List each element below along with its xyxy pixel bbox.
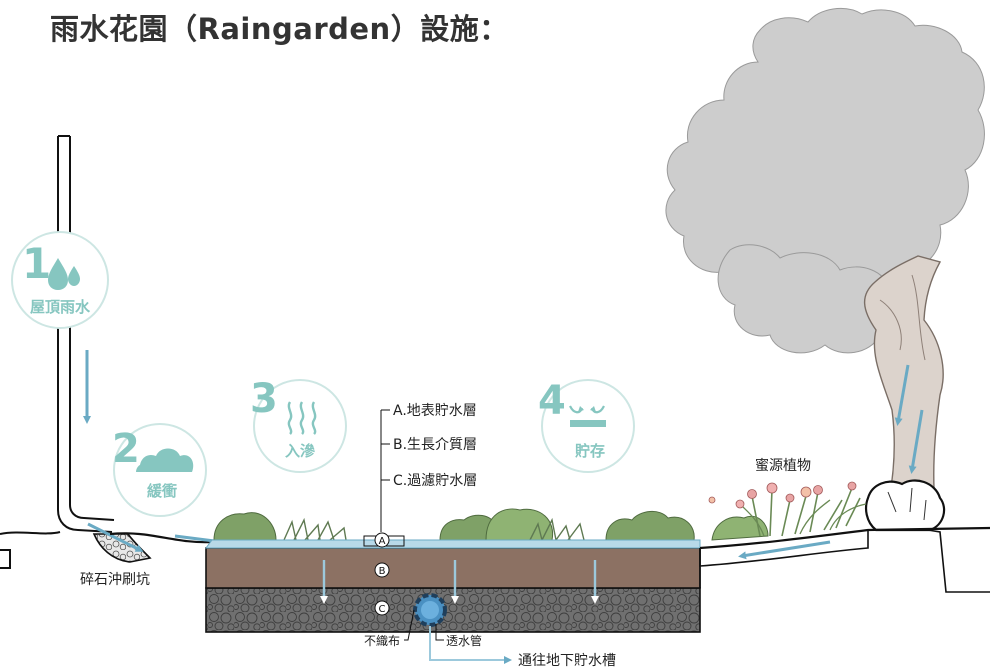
trunk-runoff-arrow-1 <box>894 364 910 426</box>
layer-marker-b-letter: B <box>379 566 386 577</box>
step-4-storage: 4 貯存 <box>538 378 635 473</box>
basin <box>205 539 701 633</box>
ground-left <box>0 531 61 535</box>
step-1-roof-rainwater: 1 屋頂雨水 <box>11 231 109 329</box>
layer-a-surface-water <box>205 539 701 549</box>
ground-surface <box>109 532 214 548</box>
geotextile-label: 不織布 <box>364 634 400 648</box>
downspout <box>57 135 115 533</box>
step-2-number: 2 <box>112 426 140 472</box>
gravel-splash-pit <box>92 533 152 563</box>
outflow-pipe-arrow <box>429 626 512 664</box>
step-3-number: 3 <box>250 376 278 422</box>
step-2-buffer: 2 緩衝 <box>112 423 207 517</box>
layer-marker-a <box>374 532 390 548</box>
surface-runoff-arrow <box>738 540 831 560</box>
layer-c-filter-storage <box>205 587 701 633</box>
step-1-label: 屋頂雨水 <box>30 298 91 316</box>
trunk-runoff-arrow-2 <box>908 409 924 474</box>
layer-marker-c <box>374 600 390 616</box>
perforated-pipe-label: 透水管 <box>446 633 482 648</box>
layer-marker-c-letter: C <box>379 604 386 615</box>
infiltration-waves-icon <box>287 401 317 435</box>
step-4-number: 4 <box>538 378 566 424</box>
step-2-label: 緩衝 <box>147 482 177 500</box>
layer-marker-a-letter: A <box>379 536 386 547</box>
water-drops-icon <box>48 258 80 290</box>
step-4-label: 貯存 <box>575 442 605 460</box>
basin-foliage <box>213 508 769 541</box>
ground-right <box>699 526 990 550</box>
step-3-infiltration: 3 入滲 <box>250 376 347 473</box>
layer-label-a: A.地表貯水層 <box>393 403 477 419</box>
gravel-pit-label: 碎石沖刷坑 <box>80 572 150 588</box>
perforated-pipe <box>413 593 447 627</box>
to-tank-label: 通往地下貯水槽 <box>518 653 616 669</box>
step-1-number: 1 <box>22 239 51 288</box>
trunk-shading <box>879 274 926 361</box>
step-3-label: 入滲 <box>285 442 316 460</box>
tree-canopy <box>665 7 985 300</box>
layer-b-growth-medium <box>205 547 701 589</box>
splash-arrow <box>87 522 144 552</box>
storage-tank-icon <box>569 405 606 427</box>
shrub-icon <box>136 448 194 472</box>
nectar-plants-label: 蜜源植物 <box>755 458 811 474</box>
tree <box>665 7 985 532</box>
layer-label-b: B.生長介質層 <box>393 437 477 453</box>
page-title: 雨水花園（Raingarden）設施： <box>50 12 509 46</box>
layer-marker-b <box>374 562 390 578</box>
tree-base-rock <box>865 479 946 532</box>
layer-label-c: C.過濾貯水層 <box>393 473 477 489</box>
nectar-plants <box>708 481 867 537</box>
